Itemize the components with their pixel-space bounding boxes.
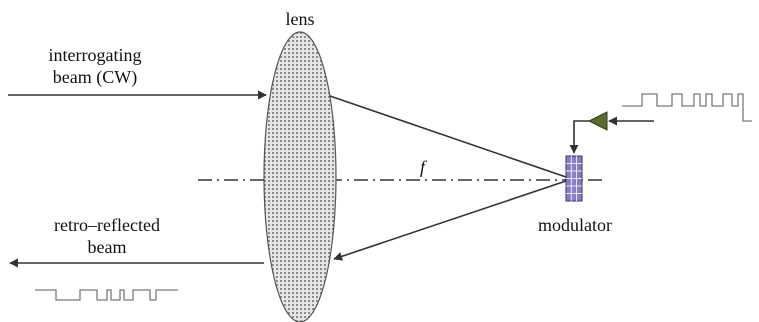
output-beam-label-line1: retro–reflected bbox=[54, 215, 160, 235]
modulator-array-icon bbox=[565, 155, 583, 202]
focal-length-label: f bbox=[420, 157, 426, 177]
lens-label: lens bbox=[285, 9, 315, 29]
output-signal-square-wave-icon bbox=[35, 289, 178, 301]
output-beam-label-line2: beam bbox=[87, 237, 127, 257]
reflected-beam-arrow bbox=[333, 180, 567, 261]
input-beam-label-line1: interrogating bbox=[48, 45, 142, 65]
modulator-label: modulator bbox=[538, 215, 612, 235]
driver-to-modulator-arrow bbox=[569, 120, 589, 154]
focused-beam bbox=[329, 95, 567, 178]
input-beam-label-line2: beam (CW) bbox=[52, 67, 138, 87]
triangle-amplifier-icon bbox=[587, 111, 608, 131]
lens-icon bbox=[263, 31, 337, 322]
drive-signal-square-wave-icon bbox=[622, 93, 752, 122]
